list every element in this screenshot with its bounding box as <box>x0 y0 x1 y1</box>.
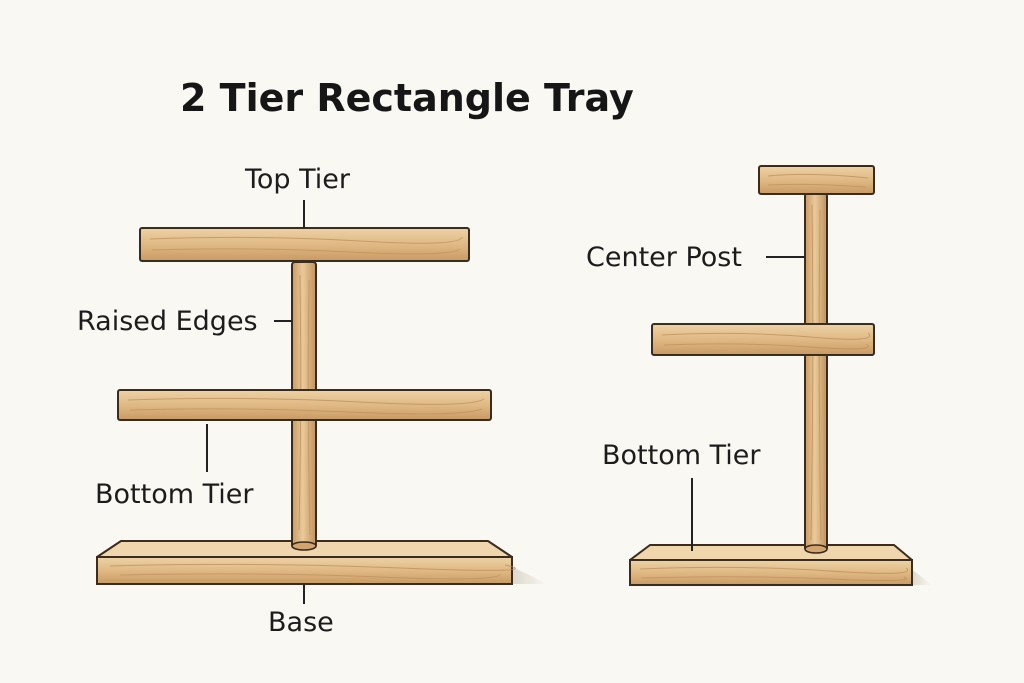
right-top-cap <box>758 165 875 195</box>
left-base-shadow <box>510 566 548 584</box>
label-raised-edges: Raised Edges <box>77 306 258 337</box>
label-left-bottom-tier: Bottom Tier <box>95 479 254 510</box>
left-bottom-tier <box>117 389 492 421</box>
label-base: Base <box>268 607 334 638</box>
left-tray <box>96 200 548 604</box>
right-center-post <box>804 192 828 554</box>
right-base <box>629 544 913 586</box>
left-top-tier <box>139 227 470 262</box>
right-tray <box>629 165 932 586</box>
right-base-shadow <box>910 568 932 585</box>
label-top-tier: Top Tier <box>245 164 351 195</box>
label-center-post: Center Post <box>586 242 742 273</box>
label-right-bottom-tier: Bottom Tier <box>602 440 761 471</box>
page-title: 2 Tier Rectangle Tray <box>180 76 634 120</box>
right-middle-tier <box>651 323 875 356</box>
